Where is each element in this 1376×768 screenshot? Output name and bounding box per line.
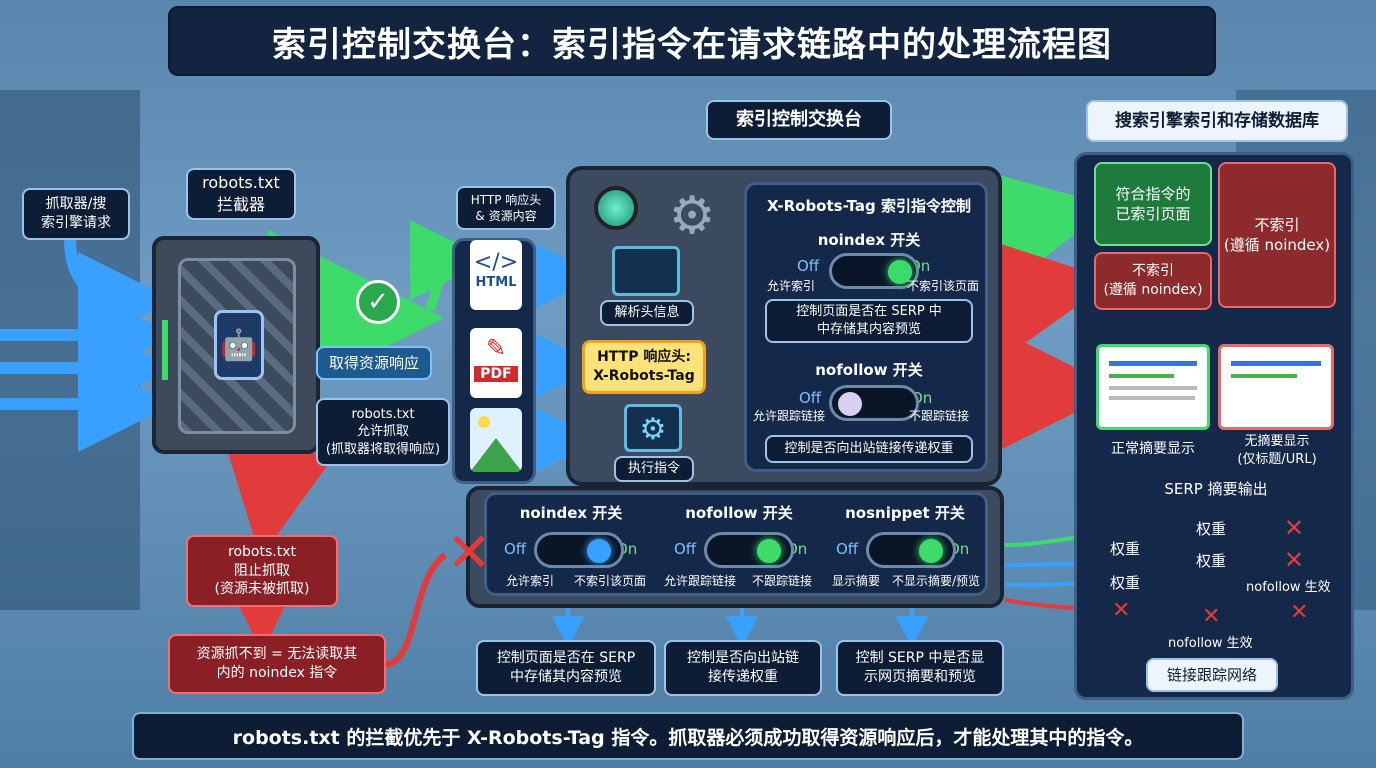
serp-output-label: SERP 摘要输出 xyxy=(1164,479,1268,498)
page-title: 索引控制交换台：索引指令在请求链路中的处理流程图 xyxy=(168,6,1216,76)
no-snippet-preview xyxy=(1218,344,1334,430)
cannot-read-noindex-label: 资源抓不到 = 无法读取其 内的 noindex 指令 xyxy=(168,634,386,694)
switchboard-title: 索引控制交换台 xyxy=(706,100,892,140)
x-robots-tag-panel: X-Robots-Tag 索引指令控制 noindex 开关 Off On 允许… xyxy=(744,182,988,472)
footer-note: robots.txt 的拦截优先于 X-Robots-Tag 指令。抓取器必须成… xyxy=(132,712,1244,760)
image-file-icon xyxy=(470,408,522,472)
xrt-noindex-note: 控制页面是否在 SERP 中 中存储其内容预览 xyxy=(765,299,973,343)
link-weight-label-4: 权重 xyxy=(1110,574,1141,592)
noindex-block-a: 不索引 (遵循 noindex) xyxy=(1218,162,1336,308)
crawler-request-label: 抓取器/搜 索引擎请求 xyxy=(22,188,130,240)
block-x-icon-2: ✕ xyxy=(1284,546,1305,574)
fetch-response-label: 取得资源响应 xyxy=(316,346,432,380)
nofollow-effect-label-b: nofollow 生效 xyxy=(1168,636,1253,651)
execute-label: 执行指令 xyxy=(614,456,694,482)
http-header-resource-label: HTTP 响应头 & 资源内容 xyxy=(456,186,556,230)
status-light-icon xyxy=(594,186,638,230)
parse-header-label: 解析头信息 xyxy=(600,300,694,326)
xrt-panel-title: X-Robots-Tag 索引指令控制 xyxy=(767,197,971,215)
nofollow-effect-label-a: nofollow 生效 xyxy=(1246,580,1331,595)
normal-snippet-label: 正常摘要显示 xyxy=(1111,440,1195,457)
robot-icon: 🤖 xyxy=(214,310,264,380)
block-x-icon-3: ✕ xyxy=(1112,598,1131,623)
block-x-icon-4: ✕ xyxy=(1202,604,1221,629)
lower-nofollow-switch: nofollow 开关 Off On 允许跟踪链接 不跟踪链接 xyxy=(664,504,813,588)
blocked-x-icon: ✕ xyxy=(446,521,492,584)
indexed-pages-block: 符合指令的 已索引页面 xyxy=(1094,162,1212,246)
robots-block-label: robots.txt 阻止抓取 (资源未被抓取) xyxy=(186,535,338,607)
crawler-request-arrows xyxy=(0,237,174,452)
lower-nosnippet-switch: nosnippet 开关 Off On 显示摘要 不显示摘要/预览 xyxy=(832,504,981,588)
check-icon: ✓ xyxy=(356,280,400,324)
link-network-label: 链接跟踪网络 xyxy=(1146,658,1278,692)
noindex-block-b: 不索引 (遵循 noindex) xyxy=(1094,252,1212,310)
lower-noindex-switch: noindex 开关 Off On 允许索引 不索引该页面 xyxy=(504,504,647,588)
link-weight-label-1: 权重 xyxy=(1196,520,1227,538)
block-x-icon-5: ✕ xyxy=(1290,600,1309,625)
xrt-nofollow-title: nofollow 开关 xyxy=(815,361,923,379)
xrt-nofollow-toggle[interactable] xyxy=(829,385,919,421)
database-title: 搜索引擎索引和存储数据库 xyxy=(1086,100,1348,142)
pdf-file-icon: ✎ PDF xyxy=(470,328,522,398)
execute-gears-icon: ⚙ xyxy=(624,404,682,452)
html-file-icon: </> HTML xyxy=(470,240,522,310)
robots-gate: 🤖 xyxy=(152,236,320,454)
lower-nofollow-toggle[interactable] xyxy=(704,532,794,568)
xrt-noindex-title: noindex 开关 xyxy=(817,231,921,249)
robots-interceptor-label: robots.txt 拦截器 xyxy=(186,168,296,220)
x-robots-tag-callout: HTTP 响应头: X-Robots-Tag xyxy=(582,340,706,394)
lower-noindex-note: 控制页面是否在 SERP 中存储其内容预览 xyxy=(476,640,656,696)
link-weight-label-3: 权重 xyxy=(1196,552,1227,570)
lower-nofollow-note: 控制是否向出站链 接传递权重 xyxy=(664,640,822,696)
link-weight-label-2: 权重 xyxy=(1110,540,1141,558)
gear-icon: ⚙ xyxy=(668,186,716,246)
xrt-nofollow-note: 控制是否向出站链接传递权重 xyxy=(765,435,973,463)
lower-nosnippet-note: 控制 SERP 中是否显 示网页摘要和预览 xyxy=(836,640,1004,696)
lower-nosnippet-toggle[interactable] xyxy=(866,532,956,568)
xrt-noindex-toggle[interactable] xyxy=(829,253,919,289)
parse-monitor-icon xyxy=(612,246,680,296)
lower-noindex-toggle[interactable] xyxy=(534,532,624,568)
block-x-icon-1: ✕ xyxy=(1284,514,1305,542)
normal-snippet-preview xyxy=(1096,344,1210,430)
robots-allow-label: robots.txt 允许抓取 (抓取器将取得响应) xyxy=(316,398,450,466)
block-x-icon: ✕ xyxy=(246,482,276,522)
no-snippet-label: 无摘要显示 (仅标题/URL) xyxy=(1237,434,1317,467)
